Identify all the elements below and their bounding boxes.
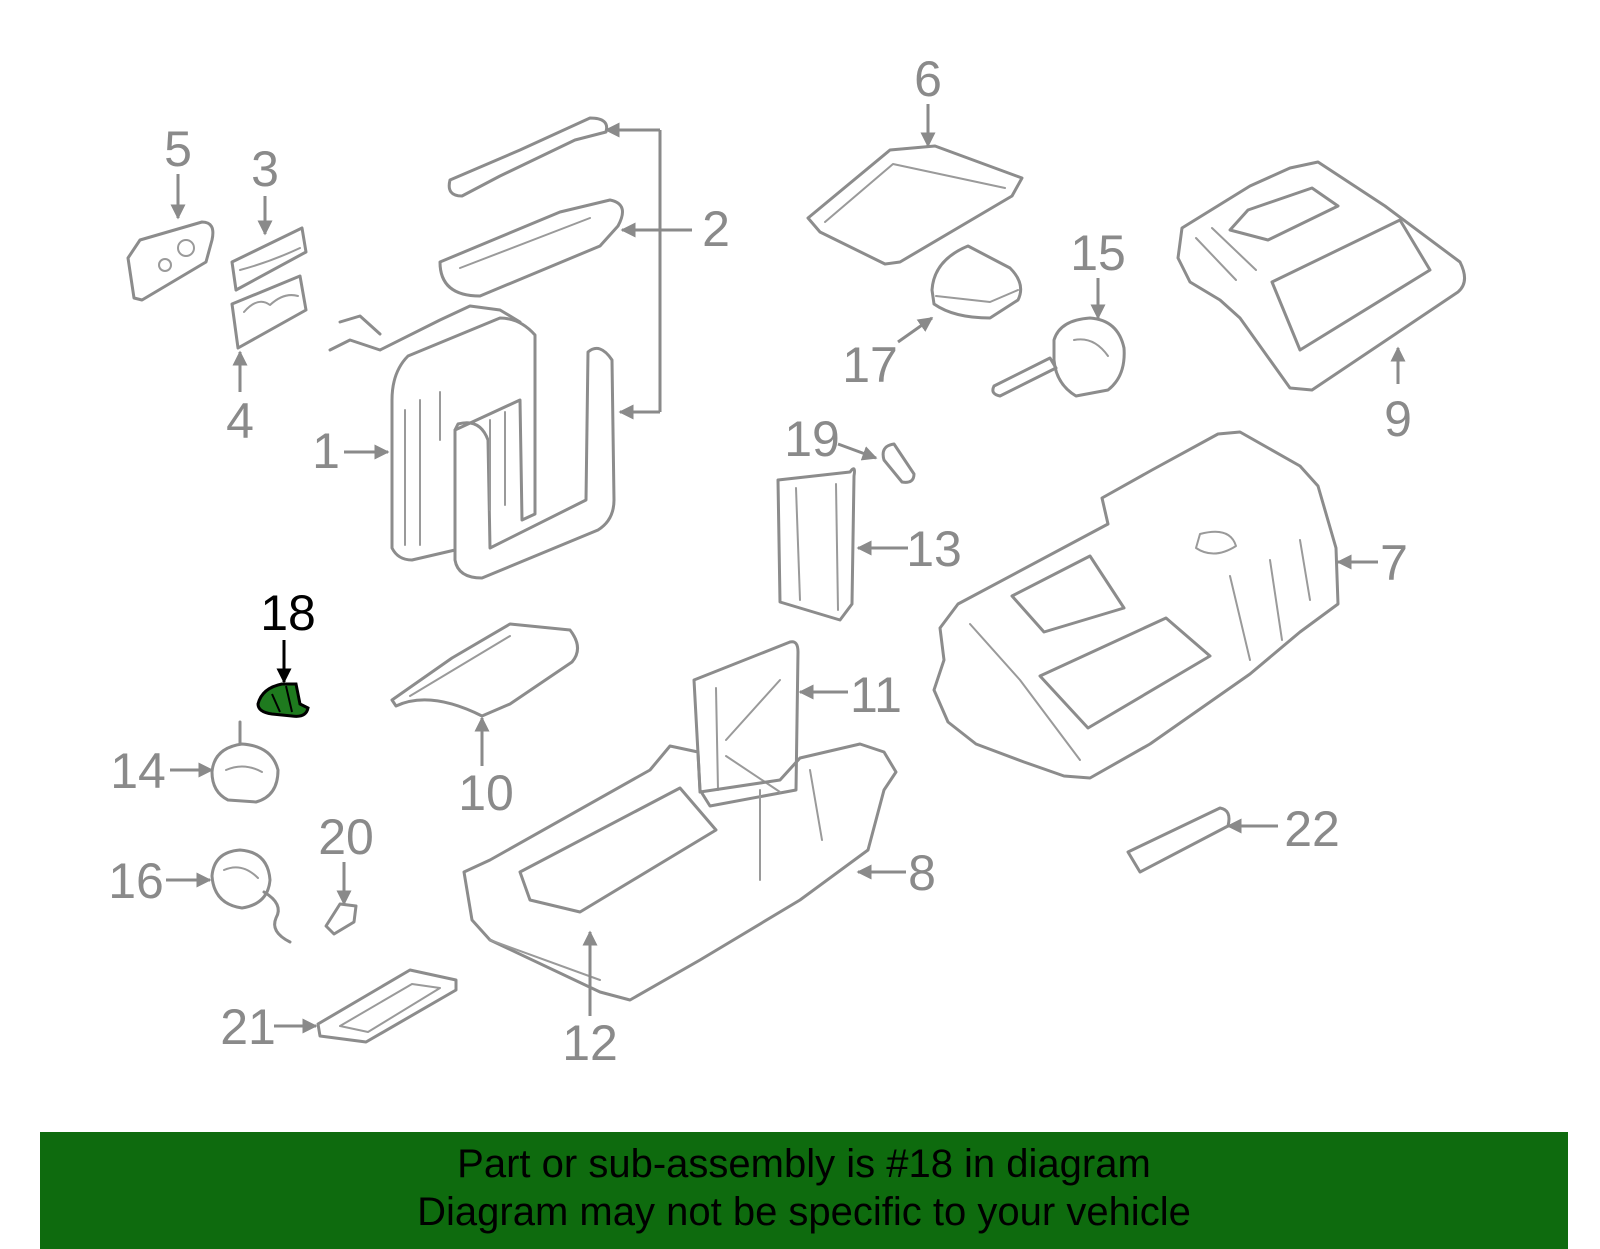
part-4-seal <box>230 274 308 350</box>
part-15-actuator <box>991 316 1126 398</box>
part-17-cap <box>930 244 1023 320</box>
callout-8: 8 <box>908 845 936 901</box>
callout-20: 20 <box>318 809 374 865</box>
callout-18: 18 <box>260 585 316 641</box>
part-2-seals <box>438 116 624 580</box>
callout-numbers: 5 3 4 1 2 6 15 17 9 19 13 7 11 10 18 14 … <box>108 51 1412 1071</box>
callout-3: 3 <box>251 141 279 197</box>
parts-diagram: 5 3 4 1 2 6 15 17 9 19 13 7 11 10 18 14 … <box>108 51 1466 1071</box>
banner-line-disclaimer: Diagram may not be specific to your vehi… <box>417 1190 1191 1234</box>
part-16-actuator <box>210 848 292 944</box>
callout-4: 4 <box>226 393 254 449</box>
part-3-seal <box>230 226 308 292</box>
part-21-filter <box>316 968 458 1044</box>
callout-9: 9 <box>1384 391 1412 447</box>
part-13-door <box>776 467 856 622</box>
part-9-case-frame <box>1176 160 1466 392</box>
callout-15: 15 <box>1070 225 1126 281</box>
leader-lines <box>166 104 1406 1034</box>
callout-17: 17 <box>842 337 898 393</box>
part-5-plate <box>126 220 215 302</box>
callout-14: 14 <box>110 743 166 799</box>
callout-7: 7 <box>1380 535 1408 591</box>
part-6-cover <box>806 144 1024 266</box>
callout-12: 12 <box>562 1015 618 1071</box>
part-14-actuator <box>210 720 280 804</box>
part-8-lower-housing <box>462 742 898 1002</box>
callout-11: 11 <box>850 667 902 723</box>
part-19-clip <box>881 442 916 484</box>
callout-5: 5 <box>164 121 192 177</box>
part-18-highlighted <box>256 682 310 718</box>
part-1-heater-core <box>328 304 537 562</box>
callout-2: 2 <box>702 201 730 257</box>
part-7-housing <box>932 430 1340 780</box>
part-10-cover <box>390 622 579 718</box>
part-22-strip <box>1126 806 1231 874</box>
callout-1: 1 <box>312 423 340 479</box>
part-20-clip <box>324 902 358 936</box>
banner-line-part-number: Part or sub-assembly is #18 in diagram <box>457 1142 1151 1186</box>
part-11-door <box>692 640 800 808</box>
callout-6: 6 <box>914 51 942 107</box>
callout-13: 13 <box>906 521 962 577</box>
callout-22: 22 <box>1284 801 1340 857</box>
info-banner: Part or sub-assembly is #18 in diagram D… <box>40 1132 1568 1249</box>
callout-19: 19 <box>784 411 840 467</box>
callout-10: 10 <box>458 765 514 821</box>
callout-21: 21 <box>220 999 276 1055</box>
callout-16: 16 <box>108 853 164 909</box>
